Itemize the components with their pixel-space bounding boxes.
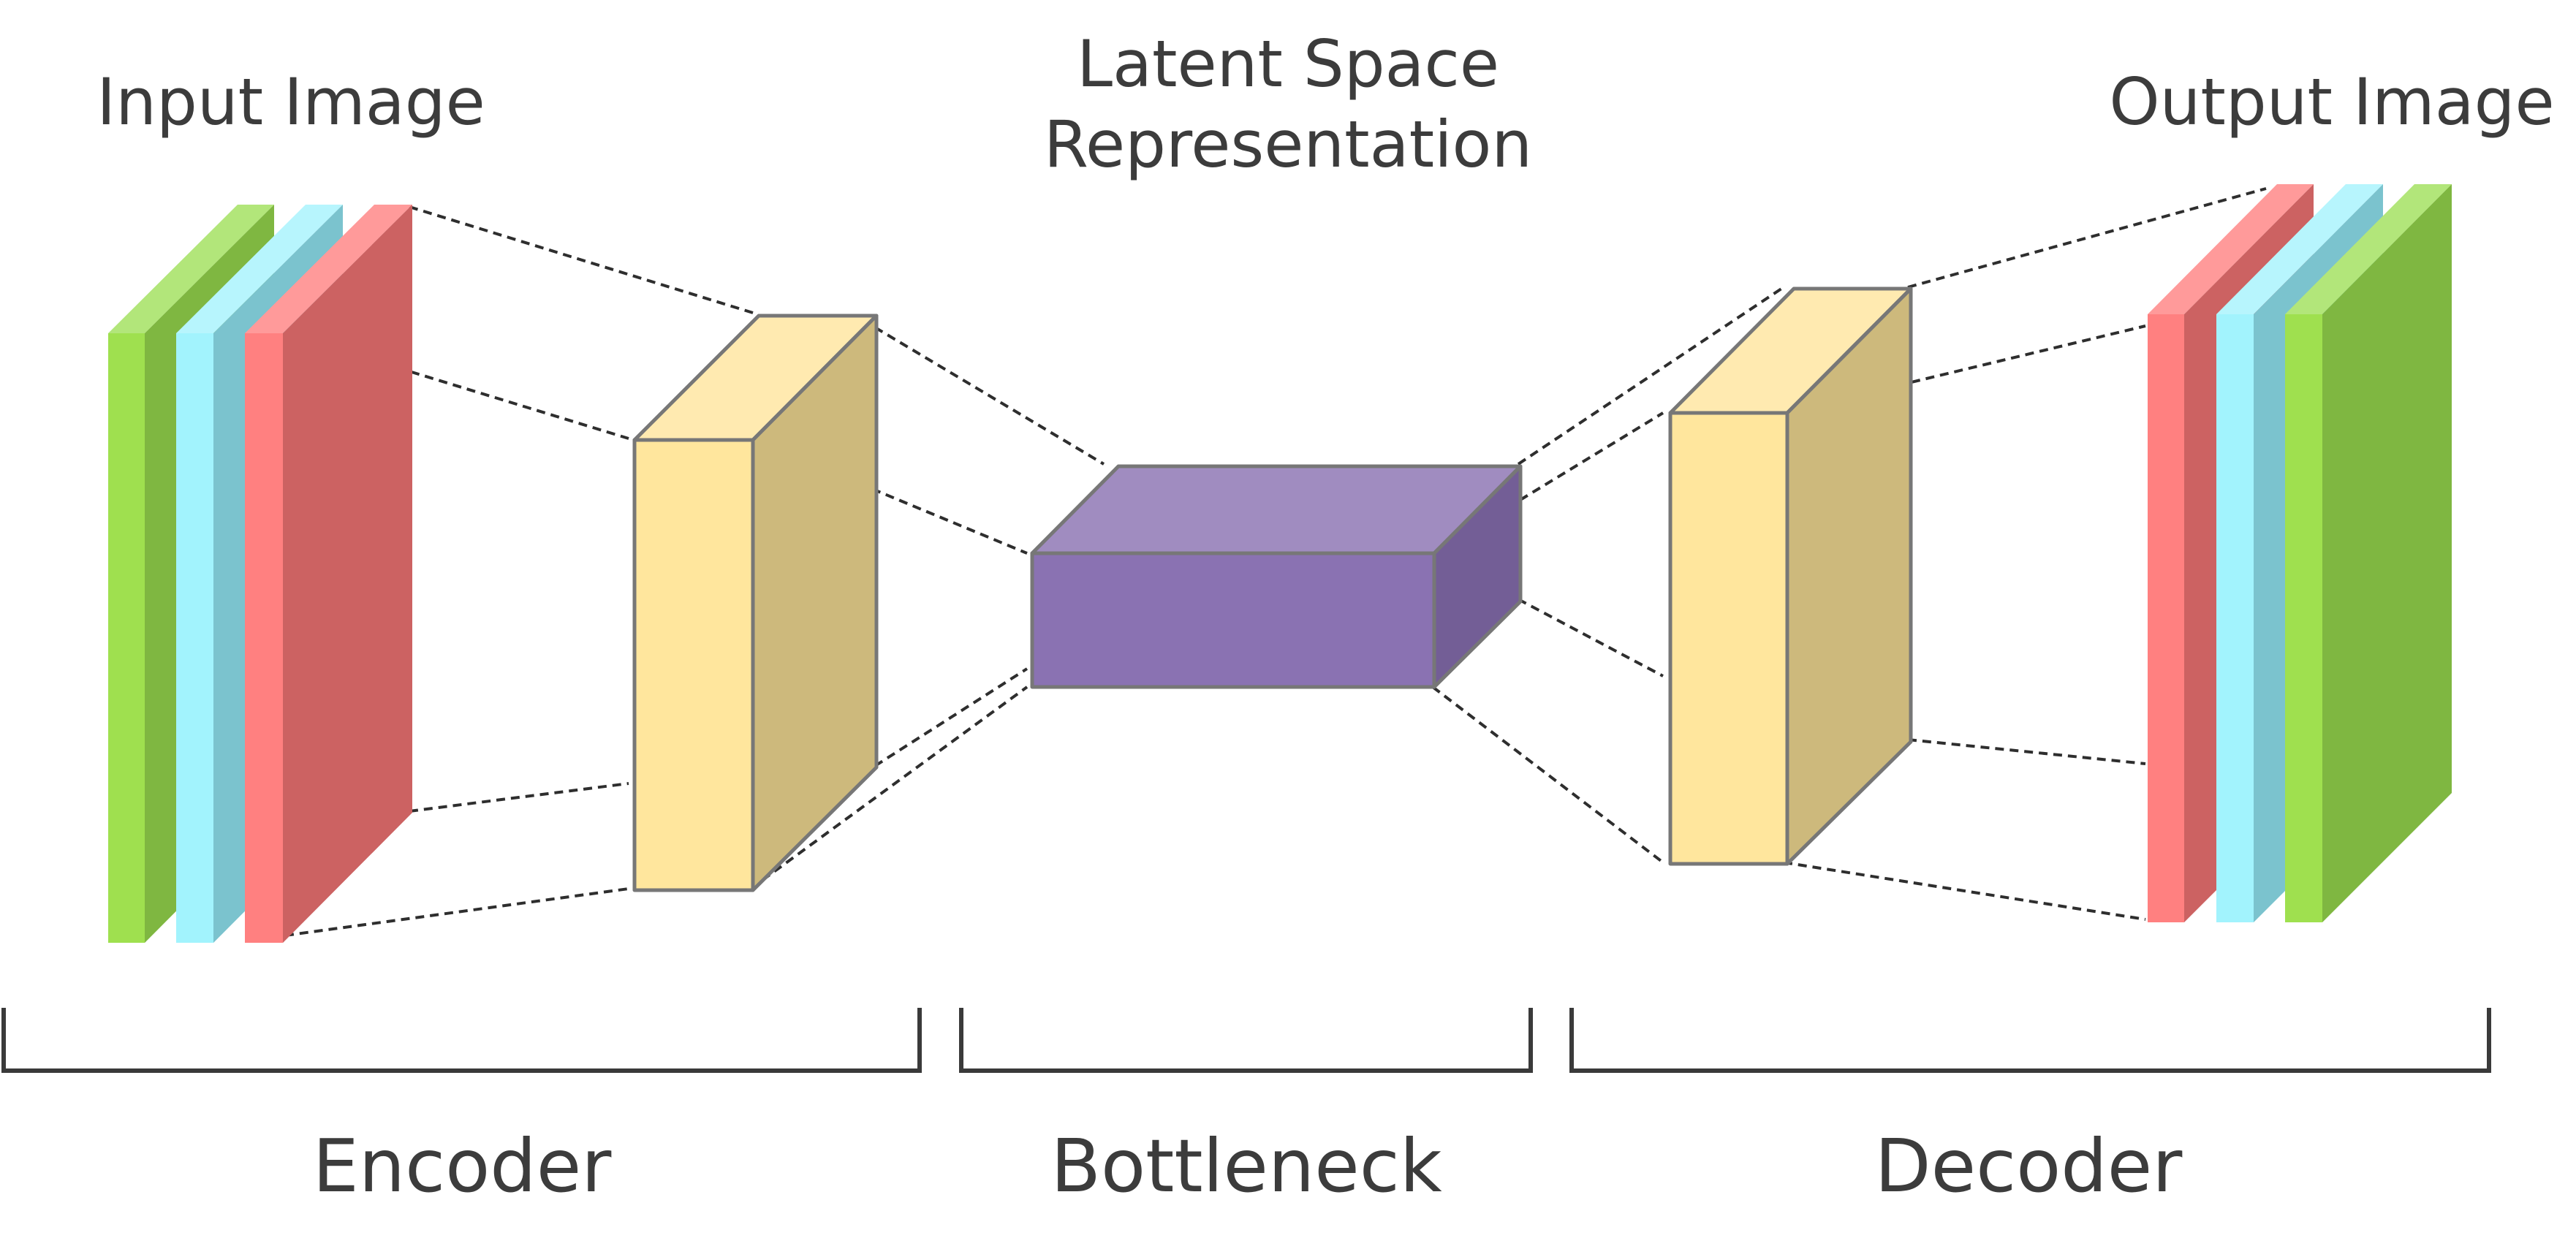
bottleneck-label: Bottleneck (1050, 1123, 1442, 1209)
decoder-bracket (1569, 1008, 2491, 1073)
connector-encoder-bottleneck-top1 (874, 326, 1105, 466)
input-image-stack (108, 205, 412, 943)
encoder-label: Encoder (313, 1123, 613, 1209)
encoder-block-front (632, 438, 755, 892)
latent-space-label-line2: Representation (1044, 107, 1532, 182)
encoder-bracket (1, 1008, 922, 1073)
connector-input-encoder-bottom2 (284, 887, 629, 937)
output-image-stack (2148, 184, 2452, 922)
input-image-label: Input Image (96, 64, 485, 140)
bottleneck-block (1030, 464, 1523, 689)
encoder-block (632, 314, 879, 892)
connector-bottleneck-decoder-bottom1 (1518, 598, 1664, 677)
decoder-block (1668, 286, 1913, 866)
connector-input-encoder-top1 (409, 205, 754, 314)
output-green-channel (2285, 184, 2452, 922)
output-green-side (2322, 184, 2452, 922)
output-red-top (2148, 184, 2314, 314)
connector-decoder-output-bottom1 (1907, 738, 2146, 765)
input-red-top (245, 205, 412, 333)
connector-decoder-output-top1 (1907, 187, 2267, 289)
output-cyan-front (2216, 314, 2254, 922)
bottleneck-bracket (959, 1008, 1533, 1073)
decoder-label: Decoder (1875, 1123, 2183, 1209)
connector-bottleneck-decoder-bottom2 (1431, 686, 1664, 864)
input-red-side (283, 205, 412, 943)
output-green-top (2285, 184, 2452, 314)
input-green-front (108, 333, 145, 943)
connector-decoder-output-bottom2 (1783, 861, 2146, 921)
connector-bottleneck-decoder-top1 (1517, 286, 1785, 466)
connector-encoder-bottleneck-bottom1 (874, 667, 1028, 767)
section-brackets (1, 1008, 2491, 1073)
latent-space-label-line1: Latent Space (1077, 26, 1499, 102)
input-green-top (108, 205, 274, 333)
output-green-front (2285, 314, 2322, 922)
input-red-channel (245, 205, 412, 943)
input-red-front (245, 333, 283, 943)
connector-input-encoder-bottom1 (409, 782, 629, 813)
bottleneck-block-front (1030, 551, 1436, 689)
input-cyan-top (176, 205, 343, 333)
output-red-front (2148, 314, 2184, 922)
output-cyan-top (2216, 184, 2383, 314)
decoder-block-front (1668, 411, 1789, 866)
output-image-label: Output Image (2109, 64, 2554, 140)
input-cyan-front (176, 333, 213, 943)
connector-encoder-bottleneck-bottom2 (749, 686, 1028, 890)
